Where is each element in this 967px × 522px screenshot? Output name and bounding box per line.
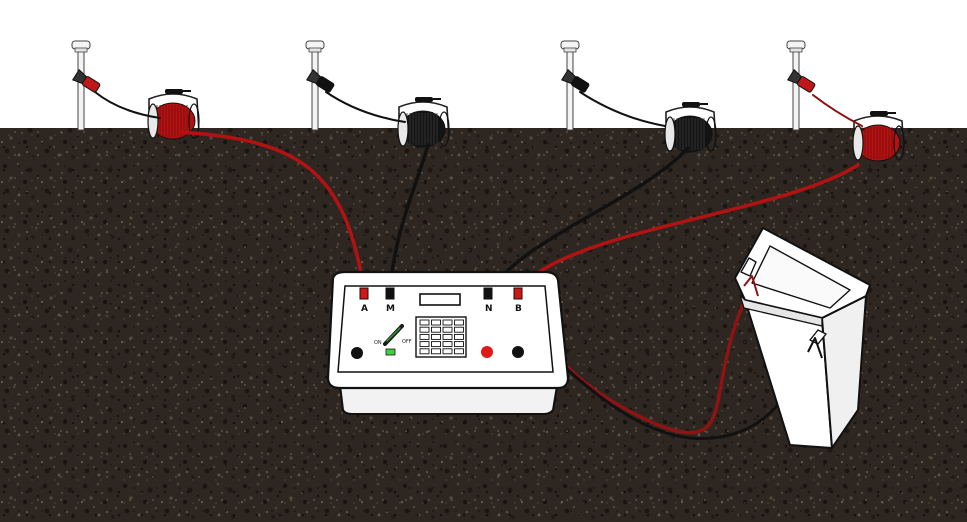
keypad-key[interactable] — [455, 320, 464, 325]
terminal-b-label: B — [515, 304, 522, 314]
keypad-key[interactable] — [443, 320, 452, 325]
keypad-key[interactable] — [432, 342, 441, 347]
electrode-stake — [561, 41, 590, 130]
keypad-key[interactable] — [455, 349, 464, 354]
cable-reel — [665, 102, 716, 152]
terminal-a-label: A — [361, 304, 368, 314]
keypad-key[interactable] — [420, 320, 429, 325]
keypad-key[interactable] — [432, 327, 441, 332]
alligator-clip — [562, 70, 590, 94]
terminal-m[interactable] — [386, 288, 394, 299]
keypad-key[interactable] — [432, 320, 441, 325]
terminal-n[interactable] — [484, 288, 492, 299]
electrode-stake — [787, 41, 816, 130]
socket-right — [512, 346, 524, 358]
keypad-key[interactable] — [455, 342, 464, 347]
alligator-clip — [307, 70, 335, 94]
socket-red — [481, 346, 493, 358]
socket-left — [351, 347, 363, 359]
keypad-key[interactable] — [420, 342, 429, 347]
keypad-key[interactable] — [420, 327, 429, 332]
terminal-a[interactable] — [360, 288, 368, 299]
keypad-key[interactable] — [420, 334, 429, 339]
lead-b — [813, 95, 862, 126]
lead-m — [326, 92, 405, 122]
alligator-clip — [788, 70, 816, 94]
keypad-key[interactable] — [443, 327, 452, 332]
keypad-key[interactable] — [455, 334, 464, 339]
device-display — [420, 294, 460, 305]
keypad-key[interactable] — [455, 327, 464, 332]
electrode-stake — [72, 41, 101, 130]
terminal-m-label: M — [386, 304, 395, 314]
switch-on-label: ON — [374, 340, 382, 346]
keypad-key[interactable] — [443, 342, 452, 347]
resistivity-meter: ON OFF A M N B — [328, 272, 568, 414]
power-indicator — [386, 349, 395, 355]
switch-off-label: OFF — [402, 339, 412, 345]
keypad-key[interactable] — [443, 334, 452, 339]
alligator-clip — [73, 70, 101, 94]
keypad-key[interactable] — [420, 349, 429, 354]
keypad[interactable] — [416, 317, 466, 357]
cable-reel — [853, 111, 904, 161]
lead-n — [580, 92, 665, 126]
keypad-key[interactable] — [432, 349, 441, 354]
keypad-key[interactable] — [443, 349, 452, 354]
terminal-b[interactable] — [514, 288, 522, 299]
electrode-stake — [306, 41, 335, 130]
terminal-n-label: N — [485, 304, 493, 314]
keypad-key[interactable] — [432, 334, 441, 339]
